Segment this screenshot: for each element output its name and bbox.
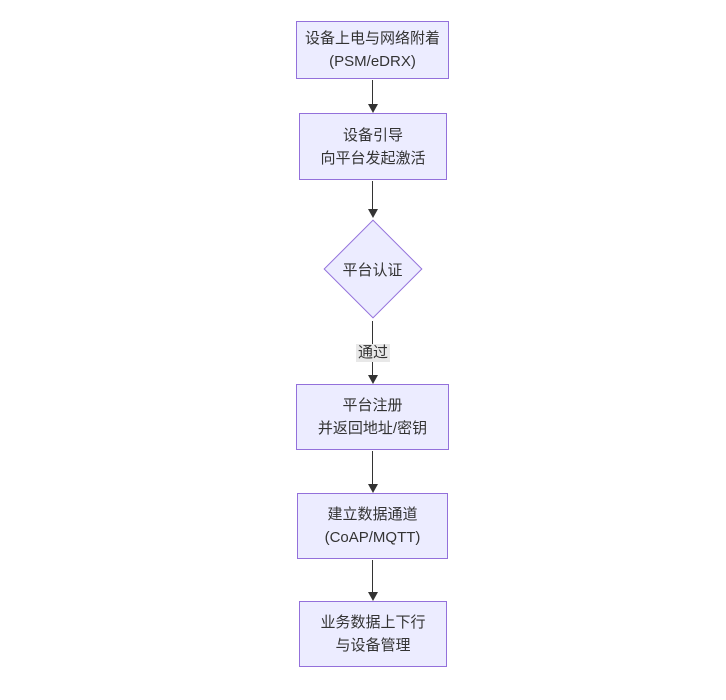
flow-node-bootstrap: 设备引导 向平台发起激活 (299, 113, 447, 180)
node-text-line: (CoAP/MQTT) (324, 529, 421, 546)
edge-line-channel-to-business (372, 560, 373, 593)
arrowhead-down-icon (367, 209, 378, 218)
edge-line-power-to-bootstrap (372, 80, 373, 105)
arrowhead-down-icon (367, 592, 378, 601)
arrowhead-down-icon (367, 104, 378, 113)
node-text-line: 与设备管理 (335, 637, 411, 654)
edge-line-bootstrap-to-auth (372, 181, 373, 210)
node-text-line: 平台注册 (342, 397, 403, 414)
flow-node-data-channel: 建立数据通道 (CoAP/MQTT) (297, 493, 448, 559)
flow-node-platform-register: 平台注册 并返回地址/密钥 (296, 384, 449, 450)
node-text-line: (PSM/eDRX) (329, 53, 416, 70)
node-text-line: 平台认证 (342, 261, 403, 279)
node-text-line: 设备上电与网络附着 (304, 30, 440, 47)
node-text-line: 设备引导 (342, 126, 403, 144)
arrowhead-down-icon (367, 375, 378, 384)
node-text-line: 建立数据通道 (327, 506, 418, 523)
arrowhead-down-icon (367, 484, 378, 493)
edge-line-register-to-channel (372, 451, 373, 485)
flow-node-business-data: 业务数据上下行 与设备管理 (299, 601, 447, 667)
node-text-line: 并返回地址/密钥 (317, 420, 428, 437)
flow-node-platform-auth: 平台认证 (323, 218, 422, 320)
node-text-line: 向平台发起激活 (320, 149, 426, 167)
edge-label-pass: 通过 (355, 344, 391, 362)
flow-node-power-attach: 设备上电与网络附着 (PSM/eDRX) (296, 21, 449, 79)
node-text-line: 业务数据上下行 (320, 614, 426, 631)
